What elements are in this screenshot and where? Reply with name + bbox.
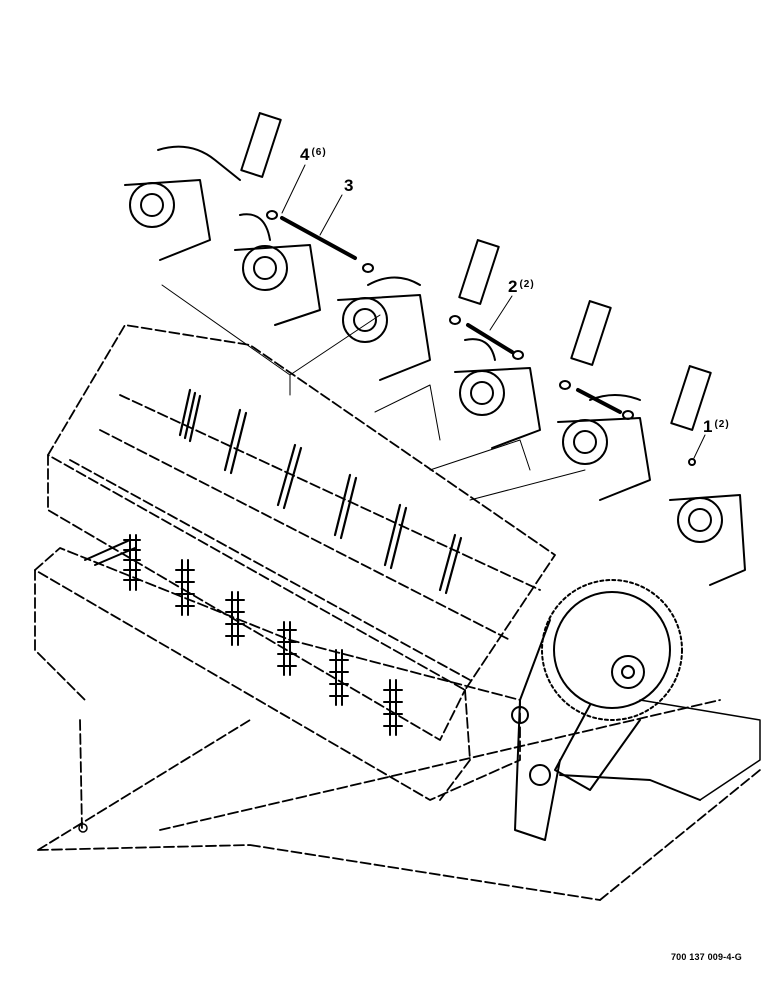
base-plate	[78, 699, 761, 833]
cam-assembly-1	[124, 112, 282, 261]
spring-row-upper	[178, 388, 463, 595]
pin-item-1	[688, 458, 696, 466]
figure-id: 700 137 009-4-G	[670, 952, 742, 962]
cam-assembly-4	[454, 300, 612, 449]
callout-4: 4(6)	[300, 145, 327, 164]
cam-assembly-6	[669, 494, 746, 586]
cam-assembly-5	[557, 365, 712, 501]
cam-assembly-3	[337, 239, 500, 381]
cam-assembly-2	[234, 213, 321, 326]
drive-sprocket	[511, 579, 701, 841]
leader-lines	[161, 164, 706, 501]
callout-1: 1(2)	[703, 417, 730, 436]
callout-2: 2(2)	[508, 277, 535, 296]
spring-shaft-item-3	[280, 216, 357, 260]
spring-shaft-item-2	[466, 323, 622, 414]
callout-3: 3	[344, 176, 354, 195]
spring-row-lower	[84, 534, 403, 736]
washer-item-4	[266, 210, 634, 420]
machine-frame	[34, 324, 761, 901]
